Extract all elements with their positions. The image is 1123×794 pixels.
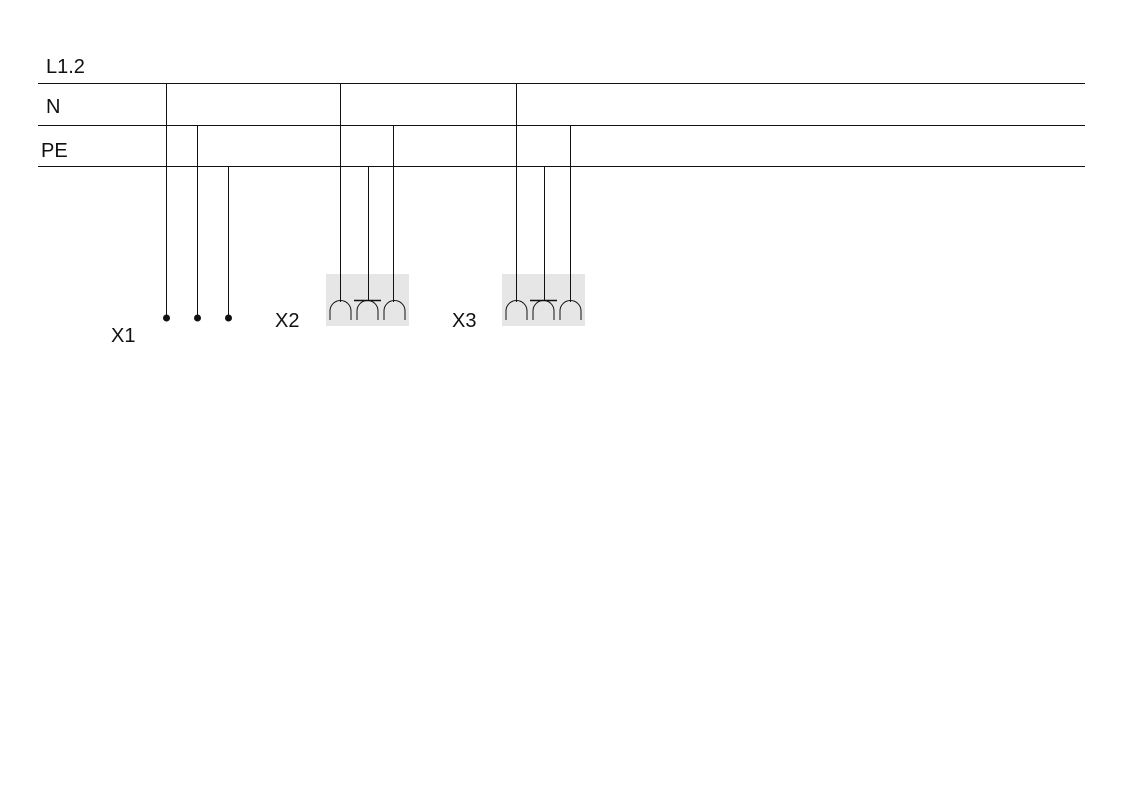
component-label-x3: X3 <box>452 310 477 332</box>
x2-socket-arc-1 <box>329 300 352 320</box>
bus-label-n: N <box>46 96 61 118</box>
bus-label-pe: PE <box>41 140 68 162</box>
x1-terminal-dot-3 <box>225 314 232 322</box>
x3-socket-outlet <box>502 84 585 326</box>
x2-socket-outlet <box>326 84 409 326</box>
bus-label-l1: L1.2 <box>46 56 85 78</box>
bus-lines <box>38 83 1085 167</box>
component-label-x2: X2 <box>275 310 300 332</box>
x1-terminal-dot-1 <box>163 314 170 322</box>
x1-terminal-dot-2 <box>194 314 201 322</box>
x3-socket-arc-1 <box>505 300 528 320</box>
x2-socket-arc-3 <box>383 300 406 320</box>
component-label-x1: X1 <box>111 325 136 347</box>
x1-terminal-block <box>163 84 232 322</box>
x3-socket-arc-3 <box>559 300 582 320</box>
